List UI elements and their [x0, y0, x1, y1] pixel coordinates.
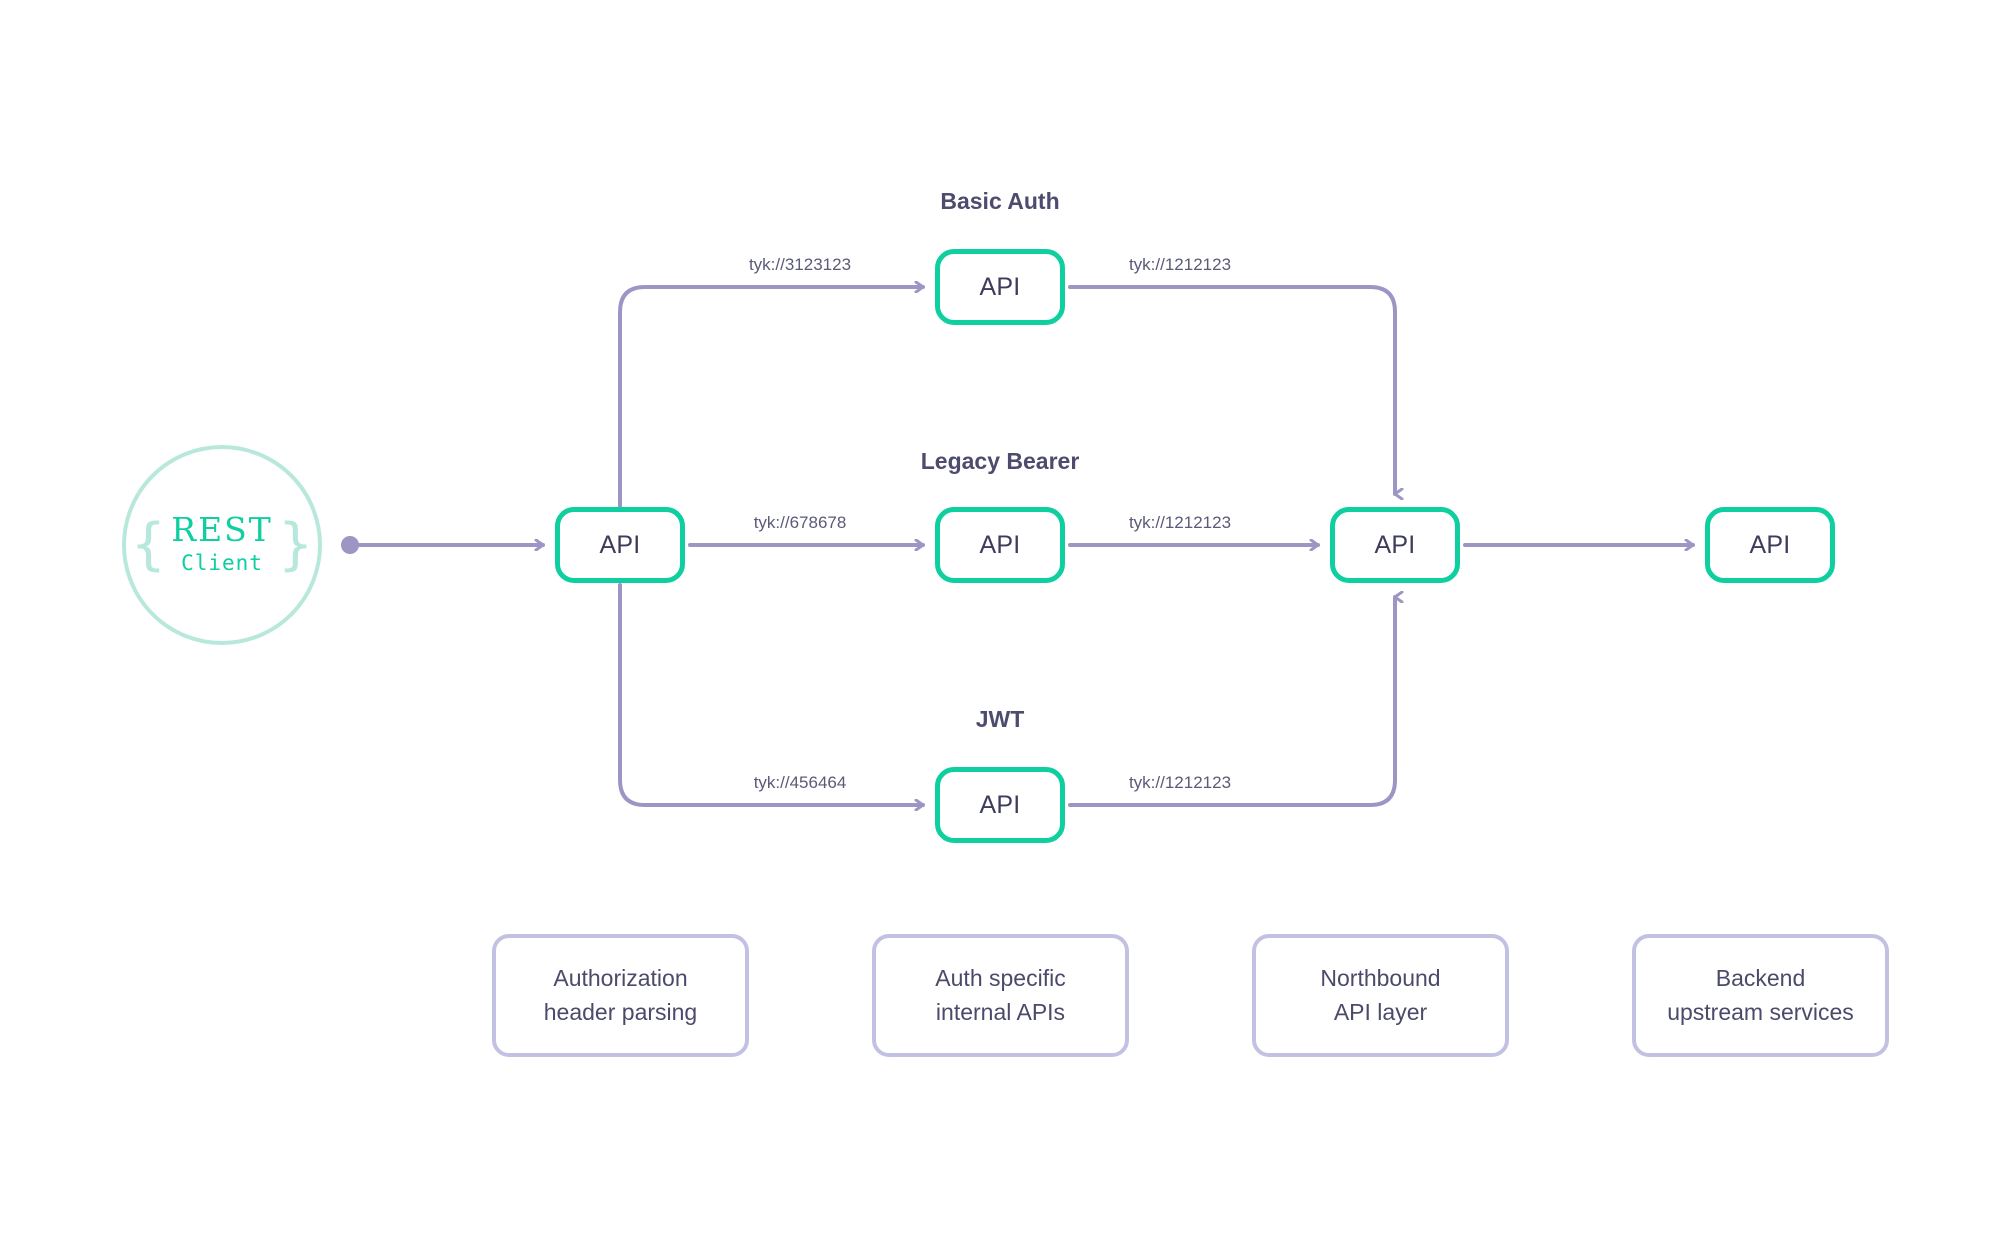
rest-client-labels: REST Client [171, 511, 273, 578]
api-node-basic-auth[interactable]: API [935, 249, 1065, 325]
caption-line-2: upstream services [1667, 998, 1854, 1025]
caption-text: Backend upstream services [1667, 962, 1854, 1029]
brace-left-icon: { [131, 511, 166, 577]
rest-client-title: REST [171, 510, 273, 550]
edge-label-basic-in: tyk://3123123 [748, 255, 852, 274]
api-node-jwt[interactable]: API [935, 767, 1065, 843]
caption-box-northbound: Northbound API layer [1252, 934, 1509, 1057]
rest-client-content: { REST Client } [132, 511, 313, 578]
caption-text: Auth specific internal APIs [935, 962, 1065, 1029]
caption-line-1: Auth specific [935, 965, 1066, 992]
caption-box-auth-apis: Auth specific internal APIs [872, 934, 1129, 1057]
edge-label-jwt-out: tyk://1212123 [1128, 773, 1232, 792]
api-node-backend[interactable]: API [1705, 507, 1835, 583]
api-node-legacy-bearer[interactable]: API [935, 507, 1065, 583]
rest-client-node[interactable]: { REST Client } [122, 445, 322, 645]
group-title-legacy-bearer: Legacy Bearer [920, 448, 1080, 474]
group-title-jwt: JWT [975, 706, 1025, 732]
caption-box-auth-header: Authorization header parsing [492, 934, 749, 1057]
edge-basic-to-northbound [1068, 285, 1395, 494]
caption-line-2: header parsing [543, 998, 698, 1025]
client-connector-dot [341, 536, 359, 554]
caption-box-backend: Backend upstream services [1632, 934, 1889, 1057]
edge-label-bearer-out: tyk://1212123 [1128, 513, 1232, 532]
edge-gateway-to-jwt [618, 583, 925, 805]
rest-client-subtitle: Client [181, 551, 263, 576]
caption-line-2: API layer [1333, 998, 1428, 1025]
caption-line-2: internal APIs [935, 998, 1066, 1025]
edge-gateway-to-basic [618, 287, 925, 508]
caption-line-1: Backend [1715, 965, 1806, 992]
brace-right-icon: } [278, 511, 313, 577]
api-node-northbound[interactable]: API [1330, 507, 1460, 583]
edge-jwt-to-northbound [1068, 597, 1395, 807]
caption-line-1: Northbound [1320, 965, 1441, 992]
caption-text: Authorization header parsing [544, 962, 697, 1029]
group-title-basic-auth: Basic Auth [940, 188, 1060, 214]
caption-text: Northbound API layer [1320, 962, 1440, 1029]
api-node-gateway[interactable]: API [555, 507, 685, 583]
caption-line-1: Authorization [553, 965, 688, 992]
edge-label-basic-out: tyk://1212123 [1128, 255, 1232, 274]
edge-label-bearer-in: tyk://678678 [753, 513, 847, 532]
edge-label-jwt-in: tyk://456464 [753, 773, 847, 792]
